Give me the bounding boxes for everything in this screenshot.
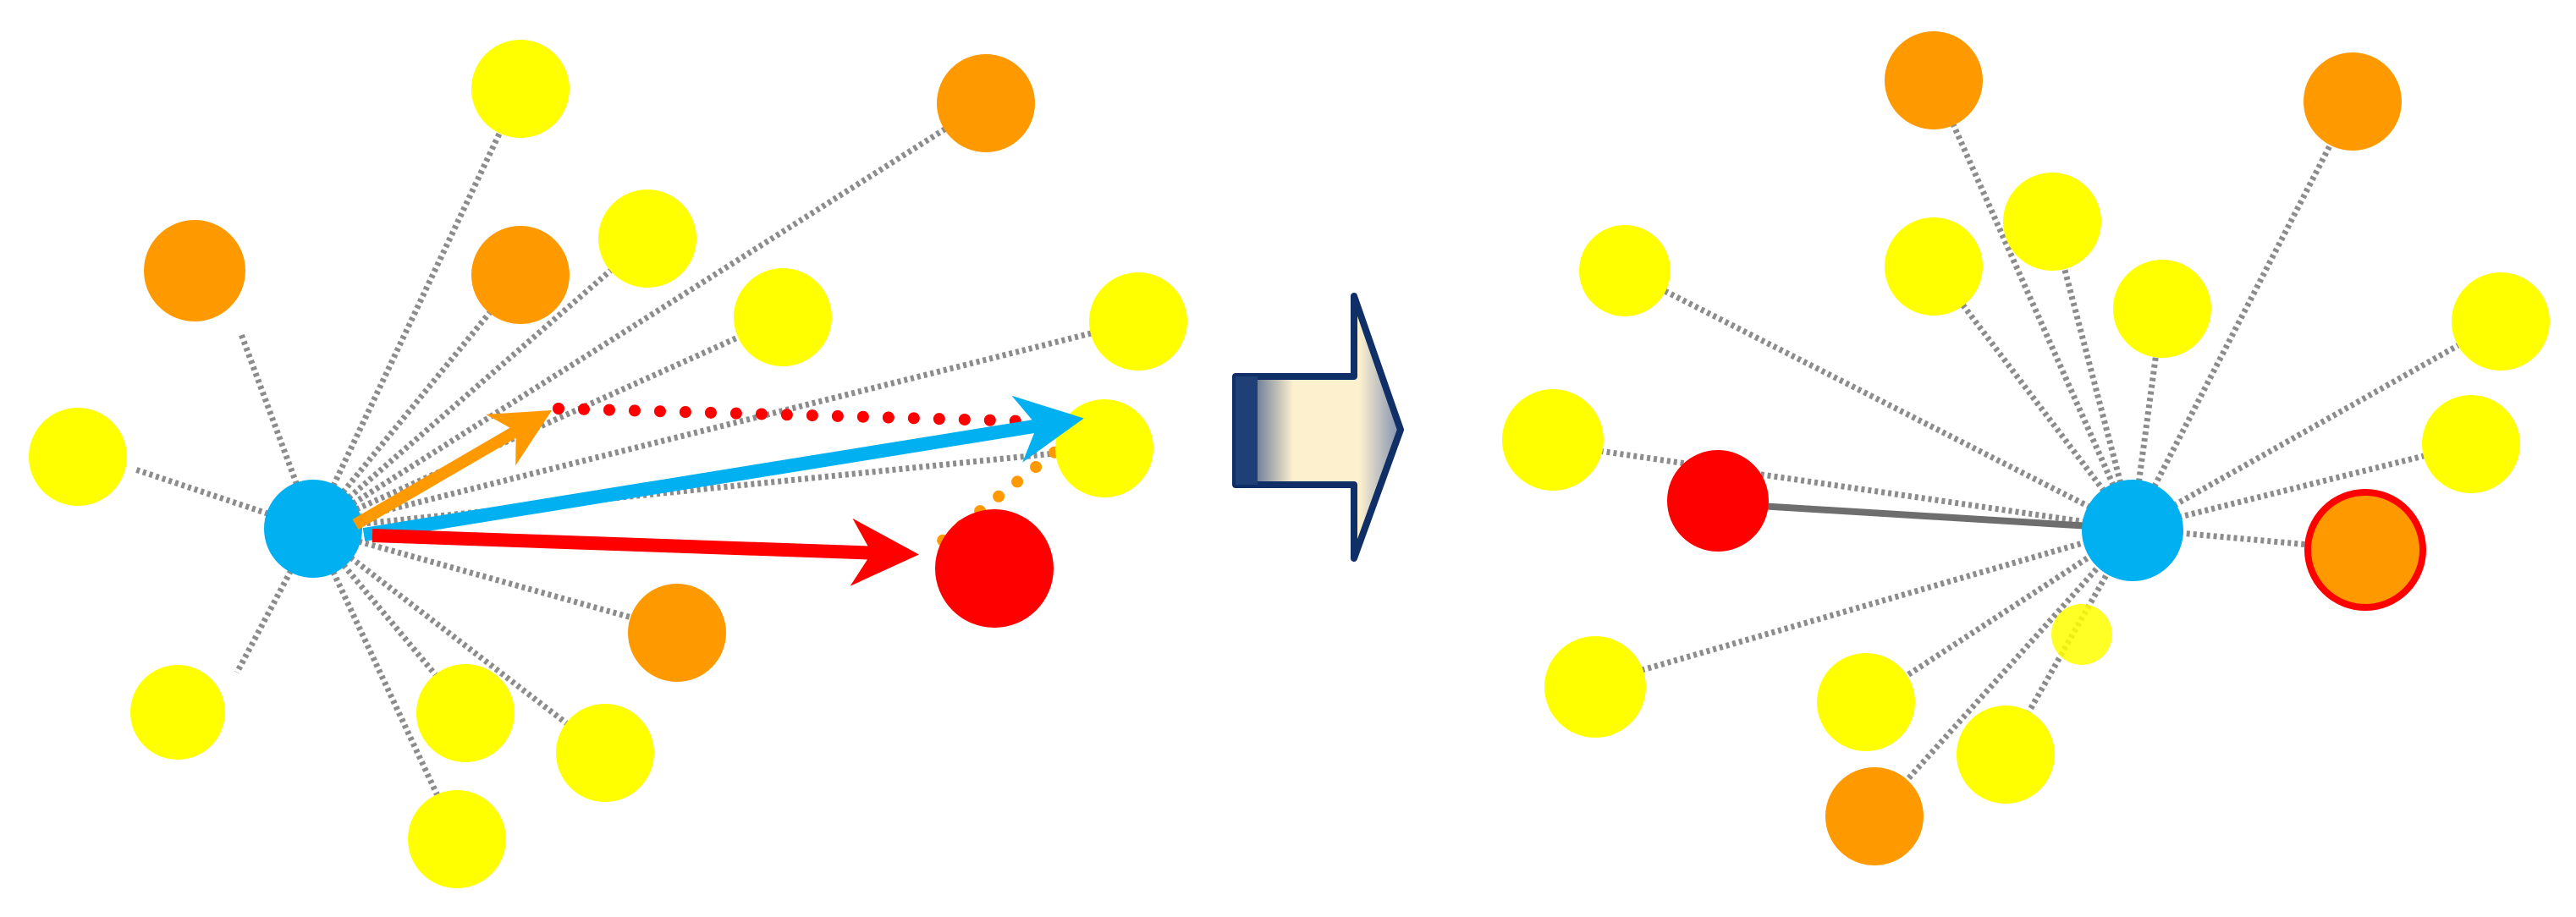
node-b9 xyxy=(29,408,127,506)
vector-blue xyxy=(362,395,1084,541)
node-a2 xyxy=(2304,52,2402,151)
nodes-after xyxy=(1502,31,2550,865)
node-a13 xyxy=(1825,767,1924,865)
node-b1 xyxy=(471,40,570,138)
node-a5 xyxy=(1885,217,1983,316)
node-b6 xyxy=(734,268,832,366)
node-center-after xyxy=(2082,480,2183,581)
edge xyxy=(2049,221,2136,530)
edge xyxy=(310,527,460,839)
vectors-before xyxy=(352,395,1084,586)
edge xyxy=(2131,318,2502,532)
edge xyxy=(311,101,988,531)
node-b7 xyxy=(1089,272,1187,371)
nodes-before xyxy=(29,40,1187,888)
node-a4 xyxy=(2003,173,2101,271)
node-b2 xyxy=(937,54,1035,152)
node-b8 xyxy=(1055,399,1153,497)
node-b12 xyxy=(416,664,515,762)
node-b13 xyxy=(556,704,654,802)
edge xyxy=(311,236,650,531)
vector-red xyxy=(372,518,919,586)
node-a14 xyxy=(1957,706,2055,804)
node-red-target-after xyxy=(1667,450,1769,552)
node-b10 xyxy=(628,584,726,682)
edge xyxy=(311,526,608,755)
node-a11 xyxy=(2051,604,2112,665)
edge xyxy=(1623,267,2134,532)
node-center-before xyxy=(264,480,362,578)
node-a7 xyxy=(2452,272,2550,371)
node-a8 xyxy=(2422,395,2520,493)
right-arrow-icon xyxy=(1232,293,1404,562)
node-a3 xyxy=(1579,225,1671,316)
node-red-target-before xyxy=(935,509,1054,628)
node-b14 xyxy=(408,790,506,888)
dotted-connector-red xyxy=(553,403,1098,429)
edge xyxy=(312,525,678,634)
node-b11 xyxy=(130,665,225,760)
edge xyxy=(1864,526,2134,705)
panel-after xyxy=(1502,31,2550,865)
solid-edge-red xyxy=(1717,500,2133,532)
edge xyxy=(2132,441,2472,532)
edge xyxy=(1930,79,2136,530)
edge xyxy=(1931,264,2135,531)
edge xyxy=(2132,525,2366,553)
node-b5 xyxy=(471,226,570,324)
node-a10 xyxy=(1544,636,1646,738)
edge xyxy=(1552,441,2133,532)
edge xyxy=(134,466,315,532)
node-b3 xyxy=(144,220,245,321)
node-a1 xyxy=(1885,31,1983,129)
panel-before xyxy=(29,40,1187,888)
edge xyxy=(1594,525,2133,687)
vector-orange xyxy=(352,409,553,530)
node-a12 xyxy=(1817,653,1915,751)
node-a9 xyxy=(1502,389,1604,491)
edge xyxy=(311,314,784,532)
node-b4 xyxy=(598,189,696,288)
node-a6 xyxy=(2113,260,2211,358)
node-highlighted-orange xyxy=(2304,489,2426,611)
edge xyxy=(2129,100,2356,530)
edge xyxy=(311,272,523,531)
